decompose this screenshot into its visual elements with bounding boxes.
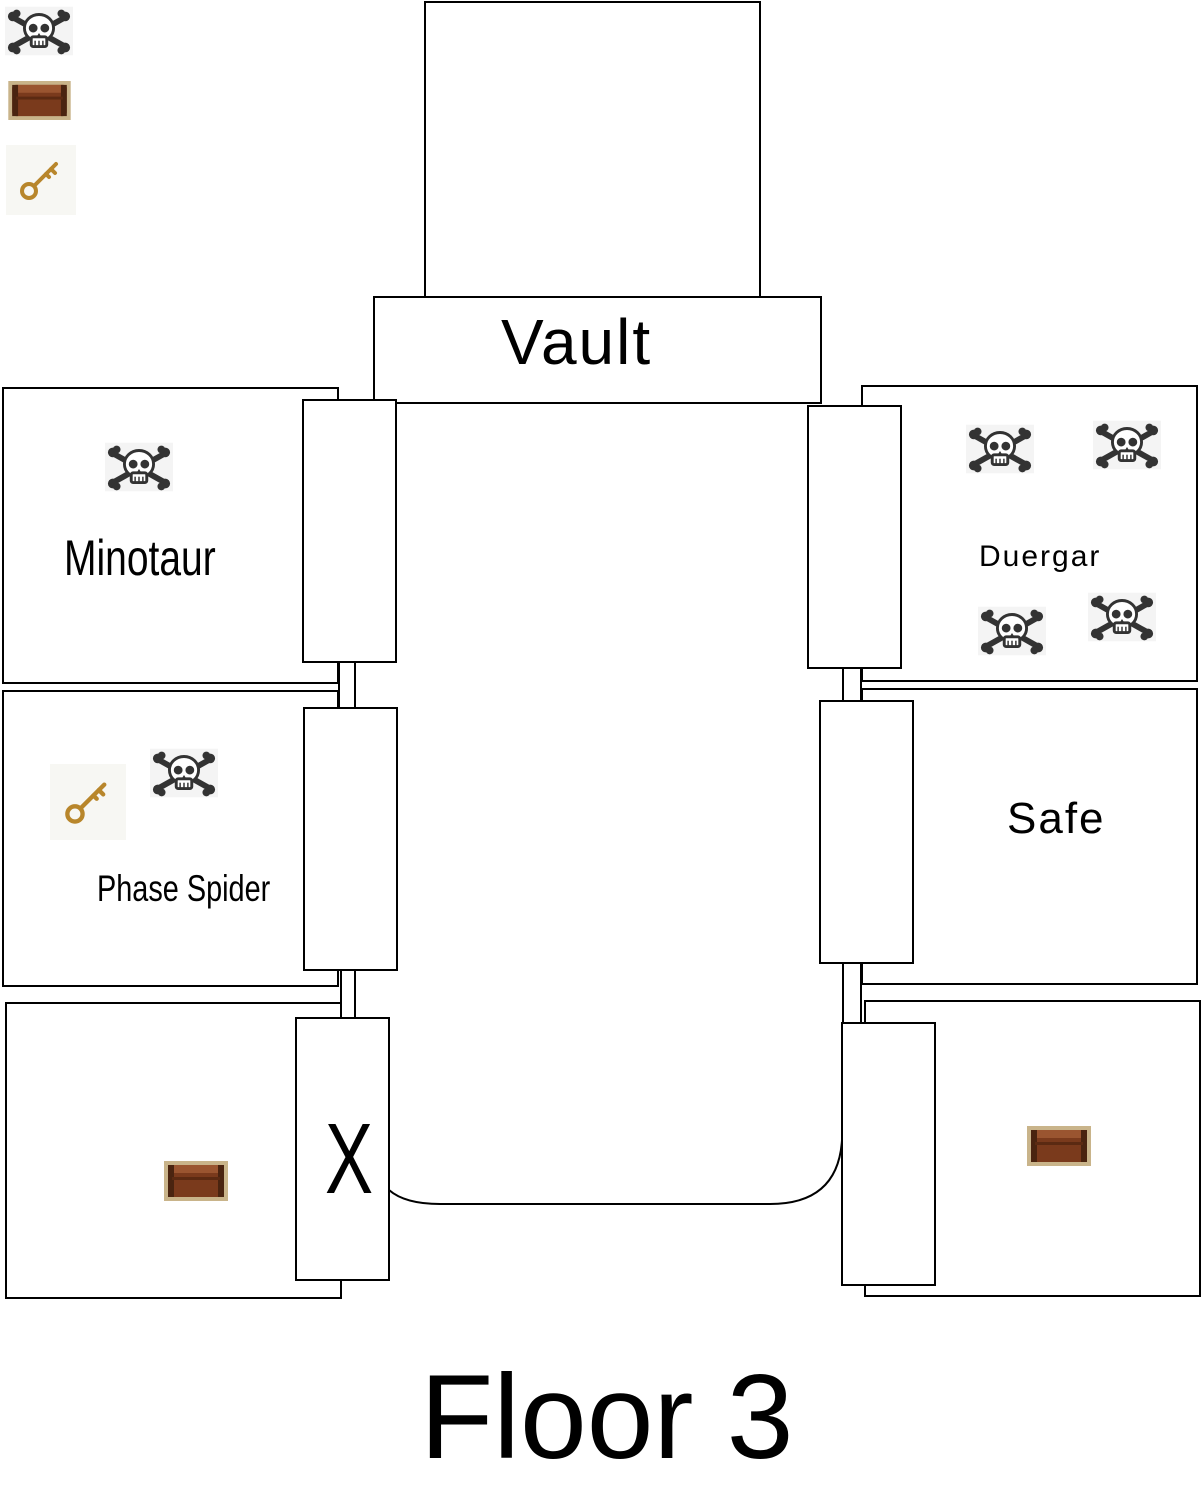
minotaur-door[interactable] (302, 399, 397, 663)
phase-spider-door[interactable] (303, 707, 398, 971)
skull-crossbones-icon (105, 442, 173, 492)
skull-crossbones-icon (978, 606, 1046, 656)
treasure-chest-icon (164, 1161, 228, 1201)
key-icon (6, 145, 76, 215)
vault-room[interactable]: Vault (373, 296, 822, 404)
lower-left-room[interactable] (5, 1002, 342, 1299)
safe-room[interactable]: Safe (861, 688, 1198, 985)
floor-title: Floor 3 (420, 1350, 794, 1484)
treasure-chest-icon (8, 81, 71, 120)
treasure-chest-icon (1027, 1126, 1091, 1166)
lower-right-door[interactable] (841, 1022, 936, 1286)
lower-left-door[interactable]: X (295, 1017, 390, 1281)
duergar-label: Duergar (979, 540, 1102, 573)
safe-label: Safe (1007, 794, 1106, 843)
duergar-door[interactable] (807, 405, 902, 669)
minotaur-room[interactable]: Minotaur (2, 387, 339, 684)
door-x-label: X (325, 1103, 374, 1215)
vault-label: Vault (501, 306, 653, 378)
vault-tower (424, 1, 761, 298)
skull-crossbones-icon (1093, 420, 1161, 470)
key-icon (50, 764, 126, 840)
minotaur-label: Minotaur (64, 530, 216, 586)
skull-crossbones-icon (1088, 592, 1156, 642)
skull-crossbones-icon (966, 424, 1034, 474)
phase-spider-label: Phase Spider (97, 868, 271, 909)
skull-crossbones-icon (150, 748, 218, 798)
skull-crossbones-icon (5, 6, 73, 56)
safe-door[interactable] (819, 700, 914, 964)
